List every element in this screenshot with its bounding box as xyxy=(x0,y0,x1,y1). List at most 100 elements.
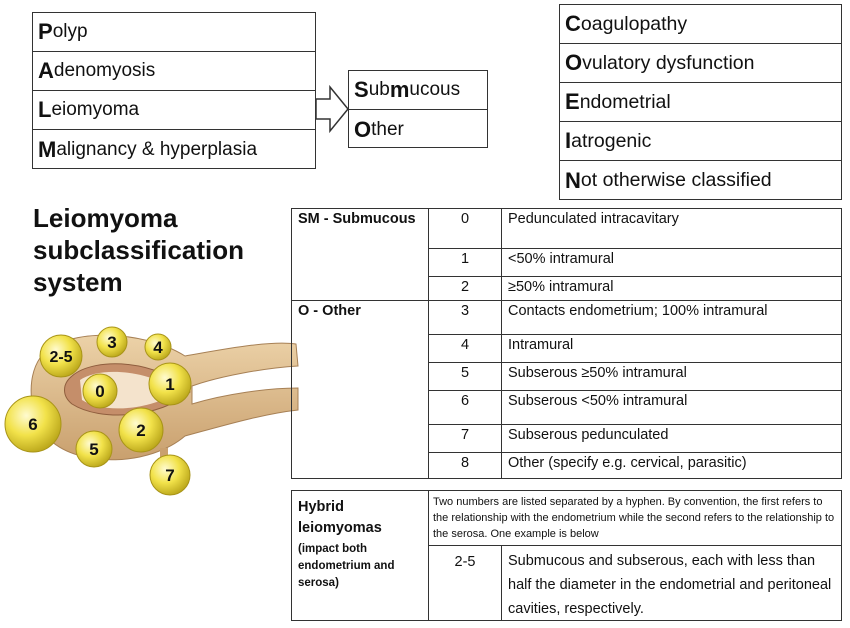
palm-text: alignancy & hyperplasia xyxy=(56,138,258,160)
hybrid-title: leiomyomas xyxy=(298,520,382,536)
type-number: 5 xyxy=(428,362,502,391)
type-description: Contacts endometrium; 100% intramural xyxy=(501,300,842,335)
title-line: Leiomyoma xyxy=(33,203,178,233)
coein-initial: O xyxy=(565,50,583,75)
arrow-icon xyxy=(315,84,349,134)
palm-initial: P xyxy=(38,19,53,44)
coein-text: ot otherwise classified xyxy=(580,169,772,191)
palm-text: eiomyoma xyxy=(51,99,140,120)
classification-table: SM - Submucous 0 Pedunculated intracavit… xyxy=(291,208,842,479)
fibroid-circle xyxy=(96,326,128,358)
fibroid-label: 3 xyxy=(107,333,116,352)
palm-initial: M xyxy=(38,136,57,162)
fibroid-circle xyxy=(144,333,172,361)
type-number: 7 xyxy=(428,424,502,453)
fibroid-2-5: 2-5 xyxy=(39,334,83,378)
fibroid-circle xyxy=(118,407,164,453)
table-row: 7 Subserous pedunculated xyxy=(292,424,842,453)
type-number: 0 xyxy=(428,208,502,249)
fibroid-label: 7 xyxy=(165,466,174,485)
coein-initial: C xyxy=(565,11,581,36)
type-number: 2 xyxy=(428,276,502,301)
type-number: 8 xyxy=(428,452,502,479)
text: ther xyxy=(371,118,404,140)
fibroid-2: 2 xyxy=(118,407,164,453)
fibroid-label: 4 xyxy=(153,338,163,357)
coein-initial: N xyxy=(565,167,581,193)
type-description: Other (specify e.g. cervical, parasitic) xyxy=(501,452,842,479)
palm-initial: A xyxy=(38,58,54,83)
title-line: system xyxy=(33,267,123,297)
sm-label: SM - Submucous xyxy=(291,208,429,301)
fibroid-circle xyxy=(75,430,113,468)
fibroid-label: 2 xyxy=(136,421,145,440)
hybrid-title: Hybrid xyxy=(298,499,344,515)
hybrid-subtitle: (impact both endometrium and serosa) xyxy=(298,543,395,589)
fibroid-7: 7 xyxy=(149,454,191,496)
initial: O xyxy=(354,116,372,142)
table-row: 8 Other (specify e.g. cervical, parasiti… xyxy=(292,452,842,479)
coein-text: vulatory dysfunction xyxy=(582,51,755,74)
fibroid-circle xyxy=(149,454,191,496)
table-row: 1 <50% intramural xyxy=(292,248,842,277)
fibroid-3: 3 xyxy=(96,326,128,358)
coein-text: atrogenic xyxy=(571,129,652,152)
coein-text: ndometrial xyxy=(579,90,671,113)
fibroids-layer: 2-5 3 4 0 1 6 2 5 7 xyxy=(4,326,192,496)
fibroid-6: 6 xyxy=(4,395,62,453)
type-description: Subserous <50% intramural xyxy=(501,390,842,425)
type-description: Subserous pedunculated xyxy=(501,424,842,453)
fibroid-label: 0 xyxy=(95,382,104,401)
hybrid-description: Submucous and subserous, each with less … xyxy=(508,553,832,617)
type-description: Pedunculated intracavitary xyxy=(501,208,842,249)
table-row: 6 Subserous <50% intramural xyxy=(292,390,842,425)
coein-text: oagulopathy xyxy=(580,12,688,35)
fibroid-circle xyxy=(39,334,83,378)
fibroid-1: 1 xyxy=(148,362,192,406)
fibroid-0: 0 xyxy=(82,373,118,409)
palm-initial: L xyxy=(38,97,52,122)
text: ub xyxy=(368,79,390,100)
palm-text: olyp xyxy=(52,21,88,42)
initial: S xyxy=(354,77,369,102)
fibroid-4: 4 xyxy=(144,333,172,361)
diagram-title: Leiomyoma subclassification system xyxy=(33,202,293,298)
fibroid-circle xyxy=(148,362,192,406)
type-number: 4 xyxy=(428,334,502,363)
type-description: Intramural xyxy=(501,334,842,363)
coein-initial: E xyxy=(565,89,580,114)
coein-initial: I xyxy=(565,128,572,153)
type-description: Subserous ≥50% intramural xyxy=(501,362,842,391)
hybrid-note: Two numbers are listed separated by a hy… xyxy=(429,491,841,546)
fibroid-5: 5 xyxy=(75,430,113,468)
hybrid-box: Hybrid leiomyomas (impact both endometri… xyxy=(291,490,842,621)
fibroid-label: 6 xyxy=(28,415,37,434)
fibroid-circle xyxy=(4,395,62,453)
table-row: SM - Submucous 0 Pedunculated intracavit… xyxy=(291,208,842,301)
fibroid-label: 5 xyxy=(89,440,98,459)
type-description: ≥50% intramural xyxy=(501,276,842,301)
type-number: 6 xyxy=(428,390,502,425)
type-number: 3 xyxy=(428,300,502,335)
type-number: 1 xyxy=(428,248,502,277)
text: ucous xyxy=(409,79,461,100)
palm-text: denomyosis xyxy=(53,60,156,81)
fibroid-circle xyxy=(82,373,118,409)
title-line: subclassification xyxy=(33,235,244,265)
initial: m xyxy=(389,77,410,102)
table-row: O - Other 3 Contacts endometrium; 100% i… xyxy=(291,300,842,479)
fibroid-label: 2-5 xyxy=(49,349,72,366)
table-row: 5 Subserous ≥50% intramural xyxy=(292,362,842,391)
